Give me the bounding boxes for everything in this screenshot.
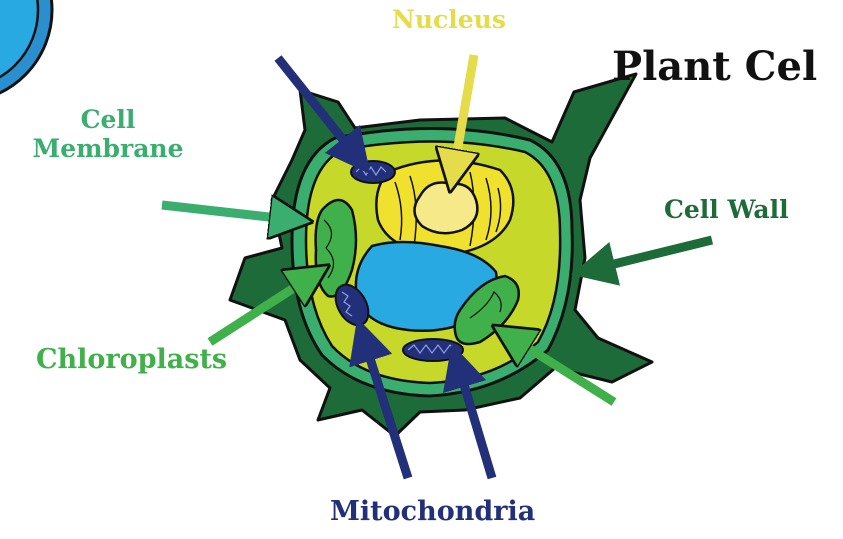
- diagram-title: Plant Cel: [612, 44, 817, 90]
- corner-circle-decoration: [0, 0, 52, 102]
- label-cell-membrane-line2: Membrane: [8, 135, 208, 164]
- label-cell-membrane-line1: Cell: [8, 106, 208, 135]
- label-nucleus: Nucleus: [392, 6, 506, 35]
- label-cell-membrane: Cell Membrane: [8, 106, 208, 164]
- cell-wall-arrow: [606, 240, 712, 266]
- label-mitochondria: Mitochondria: [330, 496, 535, 527]
- label-cell-wall: Cell Wall: [664, 196, 789, 225]
- label-chloroplasts: Chloroplasts: [36, 344, 227, 375]
- nucleus-shape: [376, 160, 513, 255]
- cell-membrane-arrow: [162, 205, 278, 218]
